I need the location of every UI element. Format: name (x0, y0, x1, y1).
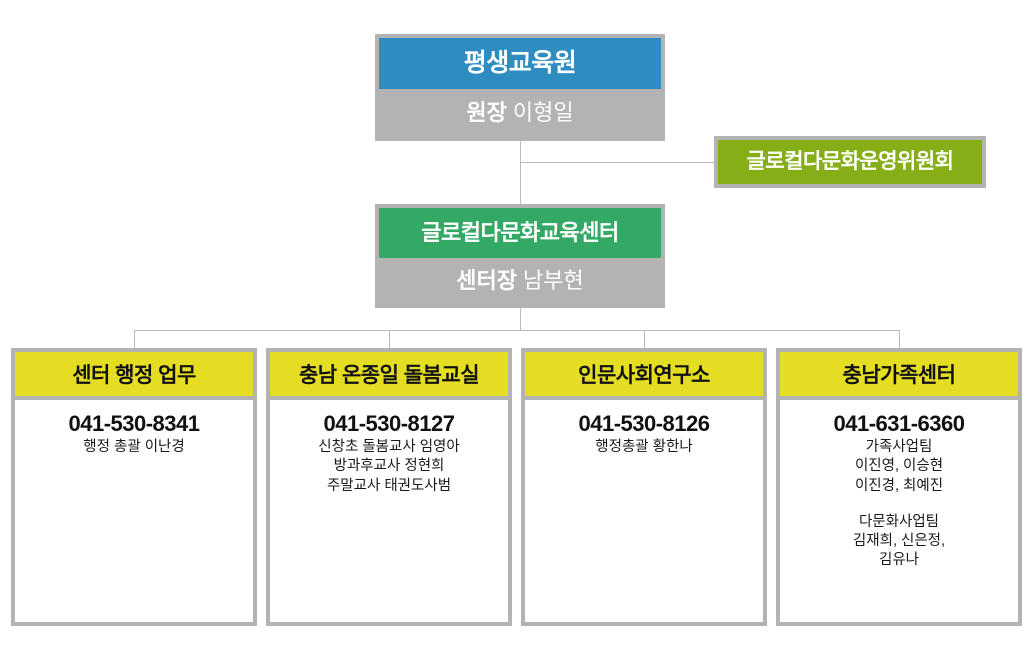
connector-center-trunk (520, 308, 521, 330)
institute-person: 이형일 (512, 99, 574, 125)
institute-role: 원장 (466, 99, 507, 125)
node-institute: 평생교육원 원장 이형일 (375, 34, 665, 141)
connector-institute-trunk (520, 141, 521, 204)
node-center-admin: 센터 행정 업무 041-530-8341 행정 총괄 이난경 (11, 348, 257, 626)
family-center-title: 충남가족센터 (780, 352, 1018, 396)
center-admin-phone: 041-530-8341 (68, 411, 200, 436)
center-admin-body: 041-530-8341 행정 총괄 이난경 (15, 396, 253, 622)
node-committee: 글로컬다문화운영위원회 (714, 136, 986, 188)
humanities-institute-phone: 041-530-8126 (578, 411, 710, 436)
humanities-institute-body: 041-530-8126 행정총괄 황한나 (525, 396, 763, 622)
institute-leader: 원장 이형일 (379, 89, 661, 137)
humanities-institute-staff: 행정총괄 황한나 (595, 439, 693, 456)
connector-drop-admin (134, 330, 135, 348)
connector-drop-family (899, 330, 900, 348)
humanities-institute-title: 인문사회연구소 (525, 352, 763, 396)
node-center: 글로컬다문화교육센터 센터장 남부현 (375, 204, 665, 308)
center-person: 남부현 (523, 267, 584, 293)
center-leader: 센터장 남부현 (379, 258, 661, 304)
center-title: 글로컬다문화교육센터 (379, 208, 661, 258)
center-role: 센터장 (456, 267, 517, 293)
committee-title: 글로컬다문화운영위원회 (718, 140, 982, 184)
connector-drop-care (389, 330, 390, 348)
node-humanities-institute: 인문사회연구소 041-530-8126 행정총괄 황한나 (521, 348, 767, 626)
connector-committee-branch (520, 162, 714, 163)
center-admin-staff: 행정 총괄 이난경 (83, 439, 185, 456)
institute-title: 평생교육원 (379, 38, 661, 89)
allday-care-phone: 041-530-8127 (323, 411, 455, 436)
connector-distribution-bar (134, 330, 899, 331)
center-admin-title: 센터 행정 업무 (15, 352, 253, 396)
connector-drop-research (644, 330, 645, 348)
family-center-phone: 041-631-6360 (833, 411, 965, 436)
allday-care-title: 충남 온종일 돌봄교실 (270, 352, 508, 396)
